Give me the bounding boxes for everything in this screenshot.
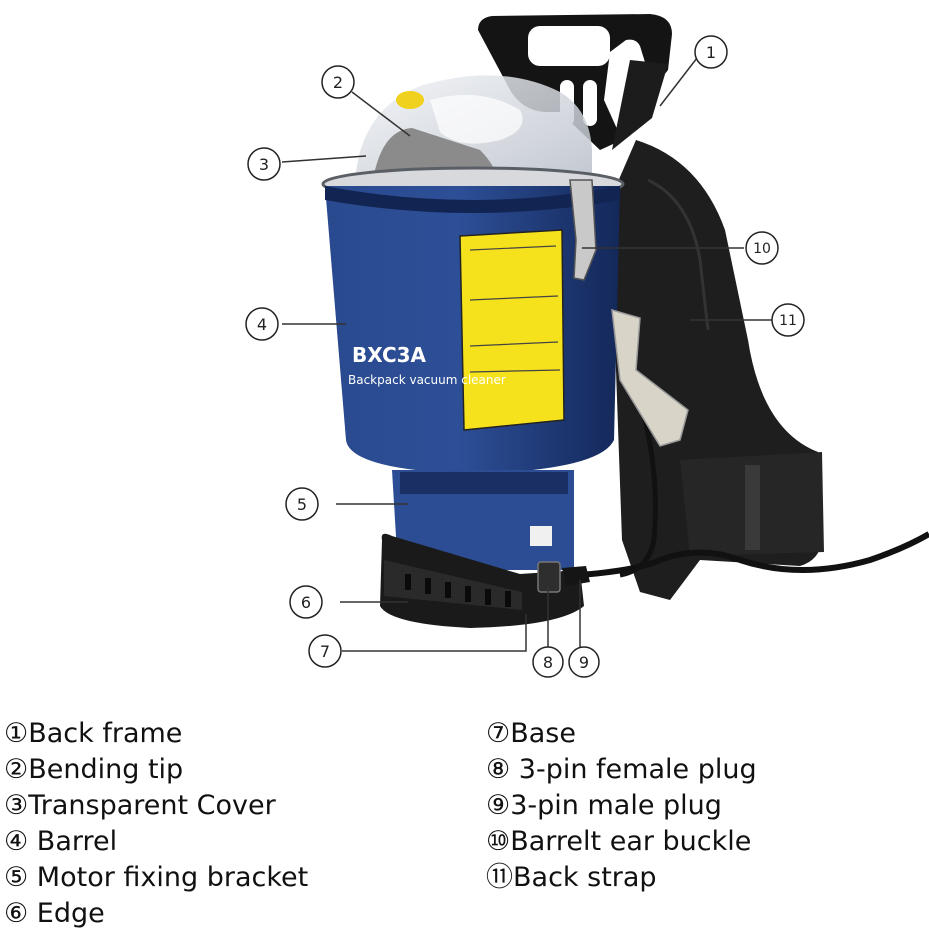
legend-num-2: ② <box>4 754 29 785</box>
legend-num-4: ④ <box>4 826 37 857</box>
legend-num-6: ⑥ <box>4 898 37 929</box>
barrel: BXC3A Backpack vacuum cleaner <box>321 166 625 474</box>
back-frame <box>478 14 672 150</box>
callout-9-circle <box>568 646 600 678</box>
legend-item-base: ⑦Base <box>486 717 576 751</box>
legend-item-edge: ⑥ Edge <box>4 897 105 931</box>
legend-label-11: Back strap <box>513 862 657 893</box>
legend-label-4: Barrel <box>36 826 118 857</box>
legend-item-bending-tip: ②Bending tip <box>4 753 183 787</box>
leader-1 <box>659 57 698 107</box>
callout-markers <box>245 35 805 678</box>
callout-10: 10 <box>753 241 771 257</box>
legend-label-6: Edge <box>36 898 105 929</box>
legend-item-female-plug: ⑧ 3-pin female plug <box>486 753 757 787</box>
callout-11: 11 <box>779 313 797 329</box>
leader-3 <box>281 155 367 163</box>
legend-item-barrel: ④ Barrel <box>4 825 117 859</box>
legend-item-male-plug: ⑨3-pin male plug <box>486 789 722 823</box>
callout-4: 4 <box>257 315 267 334</box>
base-edge-slots <box>405 574 511 607</box>
callout-9: 9 <box>579 653 589 672</box>
leader-lines <box>281 57 772 652</box>
legend-label-3: Transparent Cover <box>28 790 276 821</box>
callout-2: 2 <box>333 73 343 92</box>
legend-num-10: ⑩ <box>486 826 511 857</box>
power-cord <box>579 531 929 578</box>
legend-num-5: ⑤ <box>4 862 37 893</box>
legend-num-1: ① <box>4 718 29 749</box>
model-subtitle: Backpack vacuum cleaner <box>348 373 506 387</box>
legend-label-7: Base <box>510 718 576 749</box>
legend-num-9: ⑨ <box>486 790 511 821</box>
female-plug <box>537 561 561 593</box>
callout-8: 8 <box>543 653 553 672</box>
legend-label-10: Barrelt ear buckle <box>510 826 752 857</box>
callout-10-circle <box>745 231 779 265</box>
callout-3: 3 <box>259 155 269 174</box>
callout-6-circle <box>289 585 323 619</box>
callout-7-circle <box>308 634 342 668</box>
legend-label-8: 3-pin female plug <box>518 754 757 785</box>
callout-1-circle <box>694 35 728 69</box>
legend-item-back-strap: ⑪Back strap <box>486 861 657 895</box>
legend-label-2: Bending tip <box>28 754 184 785</box>
legend-num-3: ③ <box>4 790 29 821</box>
legend-item-ear-buckle: ⑩Barrelt ear buckle <box>486 825 751 859</box>
legend-label-5: Motor fixing bracket <box>36 862 309 893</box>
callout-5-circle <box>285 487 319 521</box>
callout-2-circle <box>321 65 355 99</box>
barrel-ear-buckle <box>569 179 597 281</box>
back-strap <box>610 140 824 600</box>
callout-8-circle <box>532 646 564 678</box>
leader-2 <box>351 91 411 137</box>
callout-3-circle <box>247 147 281 181</box>
callout-1: 1 <box>706 43 716 62</box>
legend-item-transparent-cover: ③Transparent Cover <box>4 789 276 823</box>
legend-item-motor-fixing-bracket: ⑤ Motor fixing bracket <box>4 861 308 895</box>
male-plug <box>562 566 590 586</box>
model-label: BXC3A <box>352 343 427 367</box>
callout-5: 5 <box>297 495 307 514</box>
leader-7 <box>342 614 527 652</box>
legend-item-back-frame: ①Back frame <box>4 717 182 751</box>
motor-fixing-bracket <box>392 470 574 570</box>
callout-7: 7 <box>320 642 330 661</box>
legend-num-11: ⑪ <box>486 862 513 893</box>
callout-11-circle <box>771 303 805 337</box>
legend-label-9: 3-pin male plug <box>510 790 722 821</box>
legend-num-8: ⑧ <box>486 754 519 785</box>
legend-label-1: Back frame <box>28 718 183 749</box>
legend-num-7: ⑦ <box>486 718 511 749</box>
callout-numbers: 1 2 3 4 5 6 7 8 9 10 11 <box>257 43 797 672</box>
callout-4-circle <box>245 307 279 341</box>
callout-6: 6 <box>301 593 311 612</box>
strap-clip <box>611 308 689 447</box>
